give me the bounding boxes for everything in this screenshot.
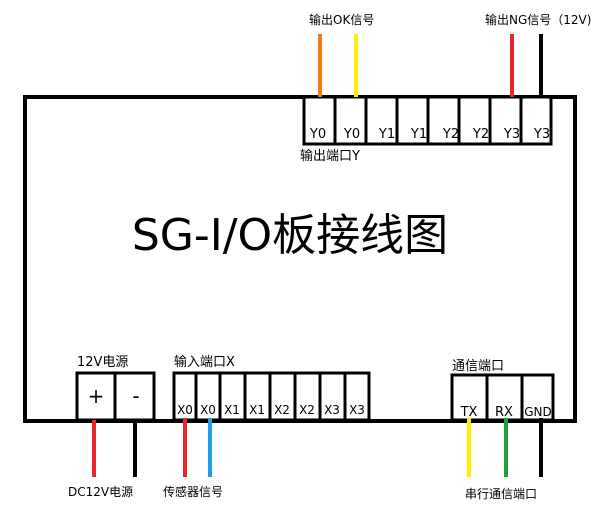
ng-signal-label: 输出NG信号（12V) <box>485 12 591 27</box>
pin-tx: TX <box>460 405 478 420</box>
input-port-label: 输入端口X <box>174 354 235 370</box>
pin-minus: - <box>132 384 139 408</box>
pin-rx: RX <box>495 405 513 420</box>
output-connector-y: Y0 Y0 Y1 Y1 Y2 Y2 Y3 Y3 输出端口Y <box>300 95 553 164</box>
pin-y2-a: Y2 <box>442 127 459 142</box>
pin-y1-b: Y1 <box>410 127 427 142</box>
pin-y3-a: Y3 <box>503 127 520 142</box>
power-connector: 12V电源 + - <box>75 355 156 422</box>
comm-port-label: 通信端口 <box>452 359 504 374</box>
pin-x2-b: X2 <box>299 403 315 417</box>
sensor-signal-label: 传感器信号 <box>163 484 223 499</box>
pin-x0-b: X0 <box>200 403 216 417</box>
pin-plus: + <box>88 384 105 408</box>
comm-connector: 通信端口 TX RX GND <box>450 359 555 422</box>
board-title: SG-I/O板接线图 <box>132 210 448 261</box>
serial-port-label: 串行通信端口 <box>465 487 537 501</box>
io-board <box>23 95 577 423</box>
pin-y2-b: Y2 <box>472 127 489 142</box>
ok-signal-label: 输出OK信号 <box>309 12 374 27</box>
pin-x2-a: X2 <box>274 403 290 417</box>
power-port-label: 12V电源 <box>77 355 128 370</box>
dc12v-label: DC12V电源 <box>68 485 133 499</box>
pin-x1-a: X1 <box>224 403 240 417</box>
pin-y3-b: Y3 <box>533 127 550 142</box>
pin-gnd: GND <box>524 405 552 419</box>
input-connector-x: 输入端口X X0 X0 X1 X1 X2 X2 X3 X3 <box>172 354 371 422</box>
pin-y0-b: Y0 <box>343 127 360 142</box>
pin-y1-a: Y1 <box>378 127 395 142</box>
pin-x3-b: X3 <box>349 403 365 417</box>
output-port-label: 输出端口Y <box>300 148 360 164</box>
pin-x0-a: X0 <box>177 403 193 417</box>
pin-y0-a: Y0 <box>309 127 326 142</box>
pin-x1-b: X1 <box>249 403 265 417</box>
pin-x3-a: X3 <box>324 403 340 417</box>
